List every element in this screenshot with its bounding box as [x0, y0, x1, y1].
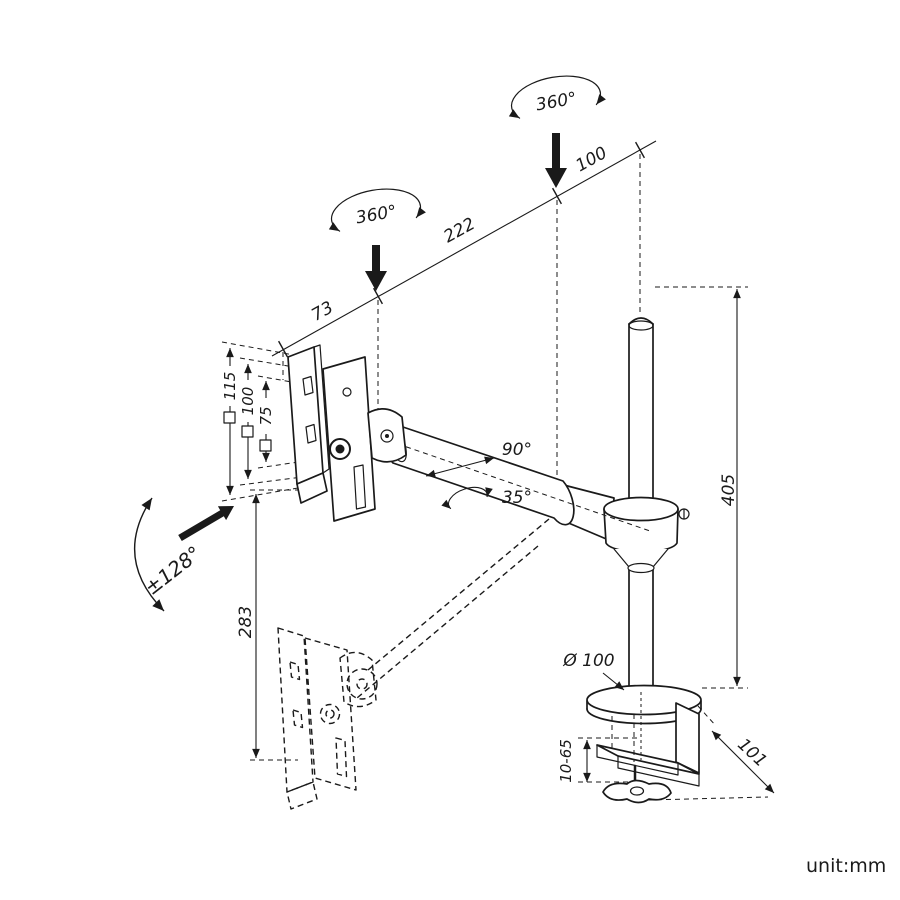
label-rotation-mid: 360°	[354, 202, 398, 229]
label-depth-100: 100	[573, 143, 611, 176]
clamp-side-plate	[675, 702, 700, 774]
down-arrow-icon	[365, 245, 387, 291]
dimension-405: 405	[719, 289, 741, 686]
label-angle-90: 90°	[502, 440, 532, 460]
dimension-base-101: 101	[711, 730, 775, 794]
arm-axis-line	[371, 434, 651, 532]
rotation-360-mid: 360°	[328, 188, 426, 291]
desk-base	[586, 684, 702, 804]
ghost-arm-position	[277, 518, 550, 810]
vesa-dimensions: 115 100 75	[221, 348, 275, 495]
grommet-plate	[586, 684, 702, 716]
monitor-bracket	[287, 344, 407, 522]
label-vesa-75: 75	[257, 406, 275, 425]
dimension-283: 283	[236, 494, 260, 758]
unit-note: unit:mm	[806, 855, 886, 877]
label-vesa-115: 115	[221, 372, 239, 401]
label-rotation-top: 360°	[534, 89, 578, 116]
hidden-clamp-lines	[611, 692, 642, 762]
label-base-101: 101	[733, 735, 770, 772]
dimension-clamp-range: 10-65	[557, 739, 591, 783]
label-angle-35: 35°	[502, 488, 532, 508]
angle-90: 90°	[425, 440, 532, 478]
label-grommet-dia: Ø 100	[562, 651, 614, 671]
label-arm-222: 222	[441, 214, 479, 247]
vesa-plate	[287, 346, 324, 485]
down-arrow-icon	[545, 133, 567, 188]
adapter-bracket	[322, 356, 376, 522]
angle-35: 35°	[441, 486, 532, 510]
label-pole-405: 405	[719, 474, 739, 506]
vesa-square-icon	[241, 425, 254, 438]
label-clamp-10-65: 10-65	[557, 739, 575, 783]
label-drop-283: 283	[236, 606, 256, 638]
label-arm-73: 73	[308, 298, 337, 326]
angle-128: ±128°	[133, 497, 234, 612]
swivel-arrow-icon	[178, 506, 234, 541]
dimension-grommet: Ø 100	[562, 651, 625, 691]
dimension-diagonal: 73 222 100	[271, 140, 657, 358]
pole-collar	[551, 482, 690, 574]
label-vesa-100: 100	[239, 387, 257, 416]
label-angle-128: ±128°	[140, 541, 206, 600]
vesa-square-icon	[259, 439, 272, 452]
vesa-square-icon	[223, 411, 236, 424]
